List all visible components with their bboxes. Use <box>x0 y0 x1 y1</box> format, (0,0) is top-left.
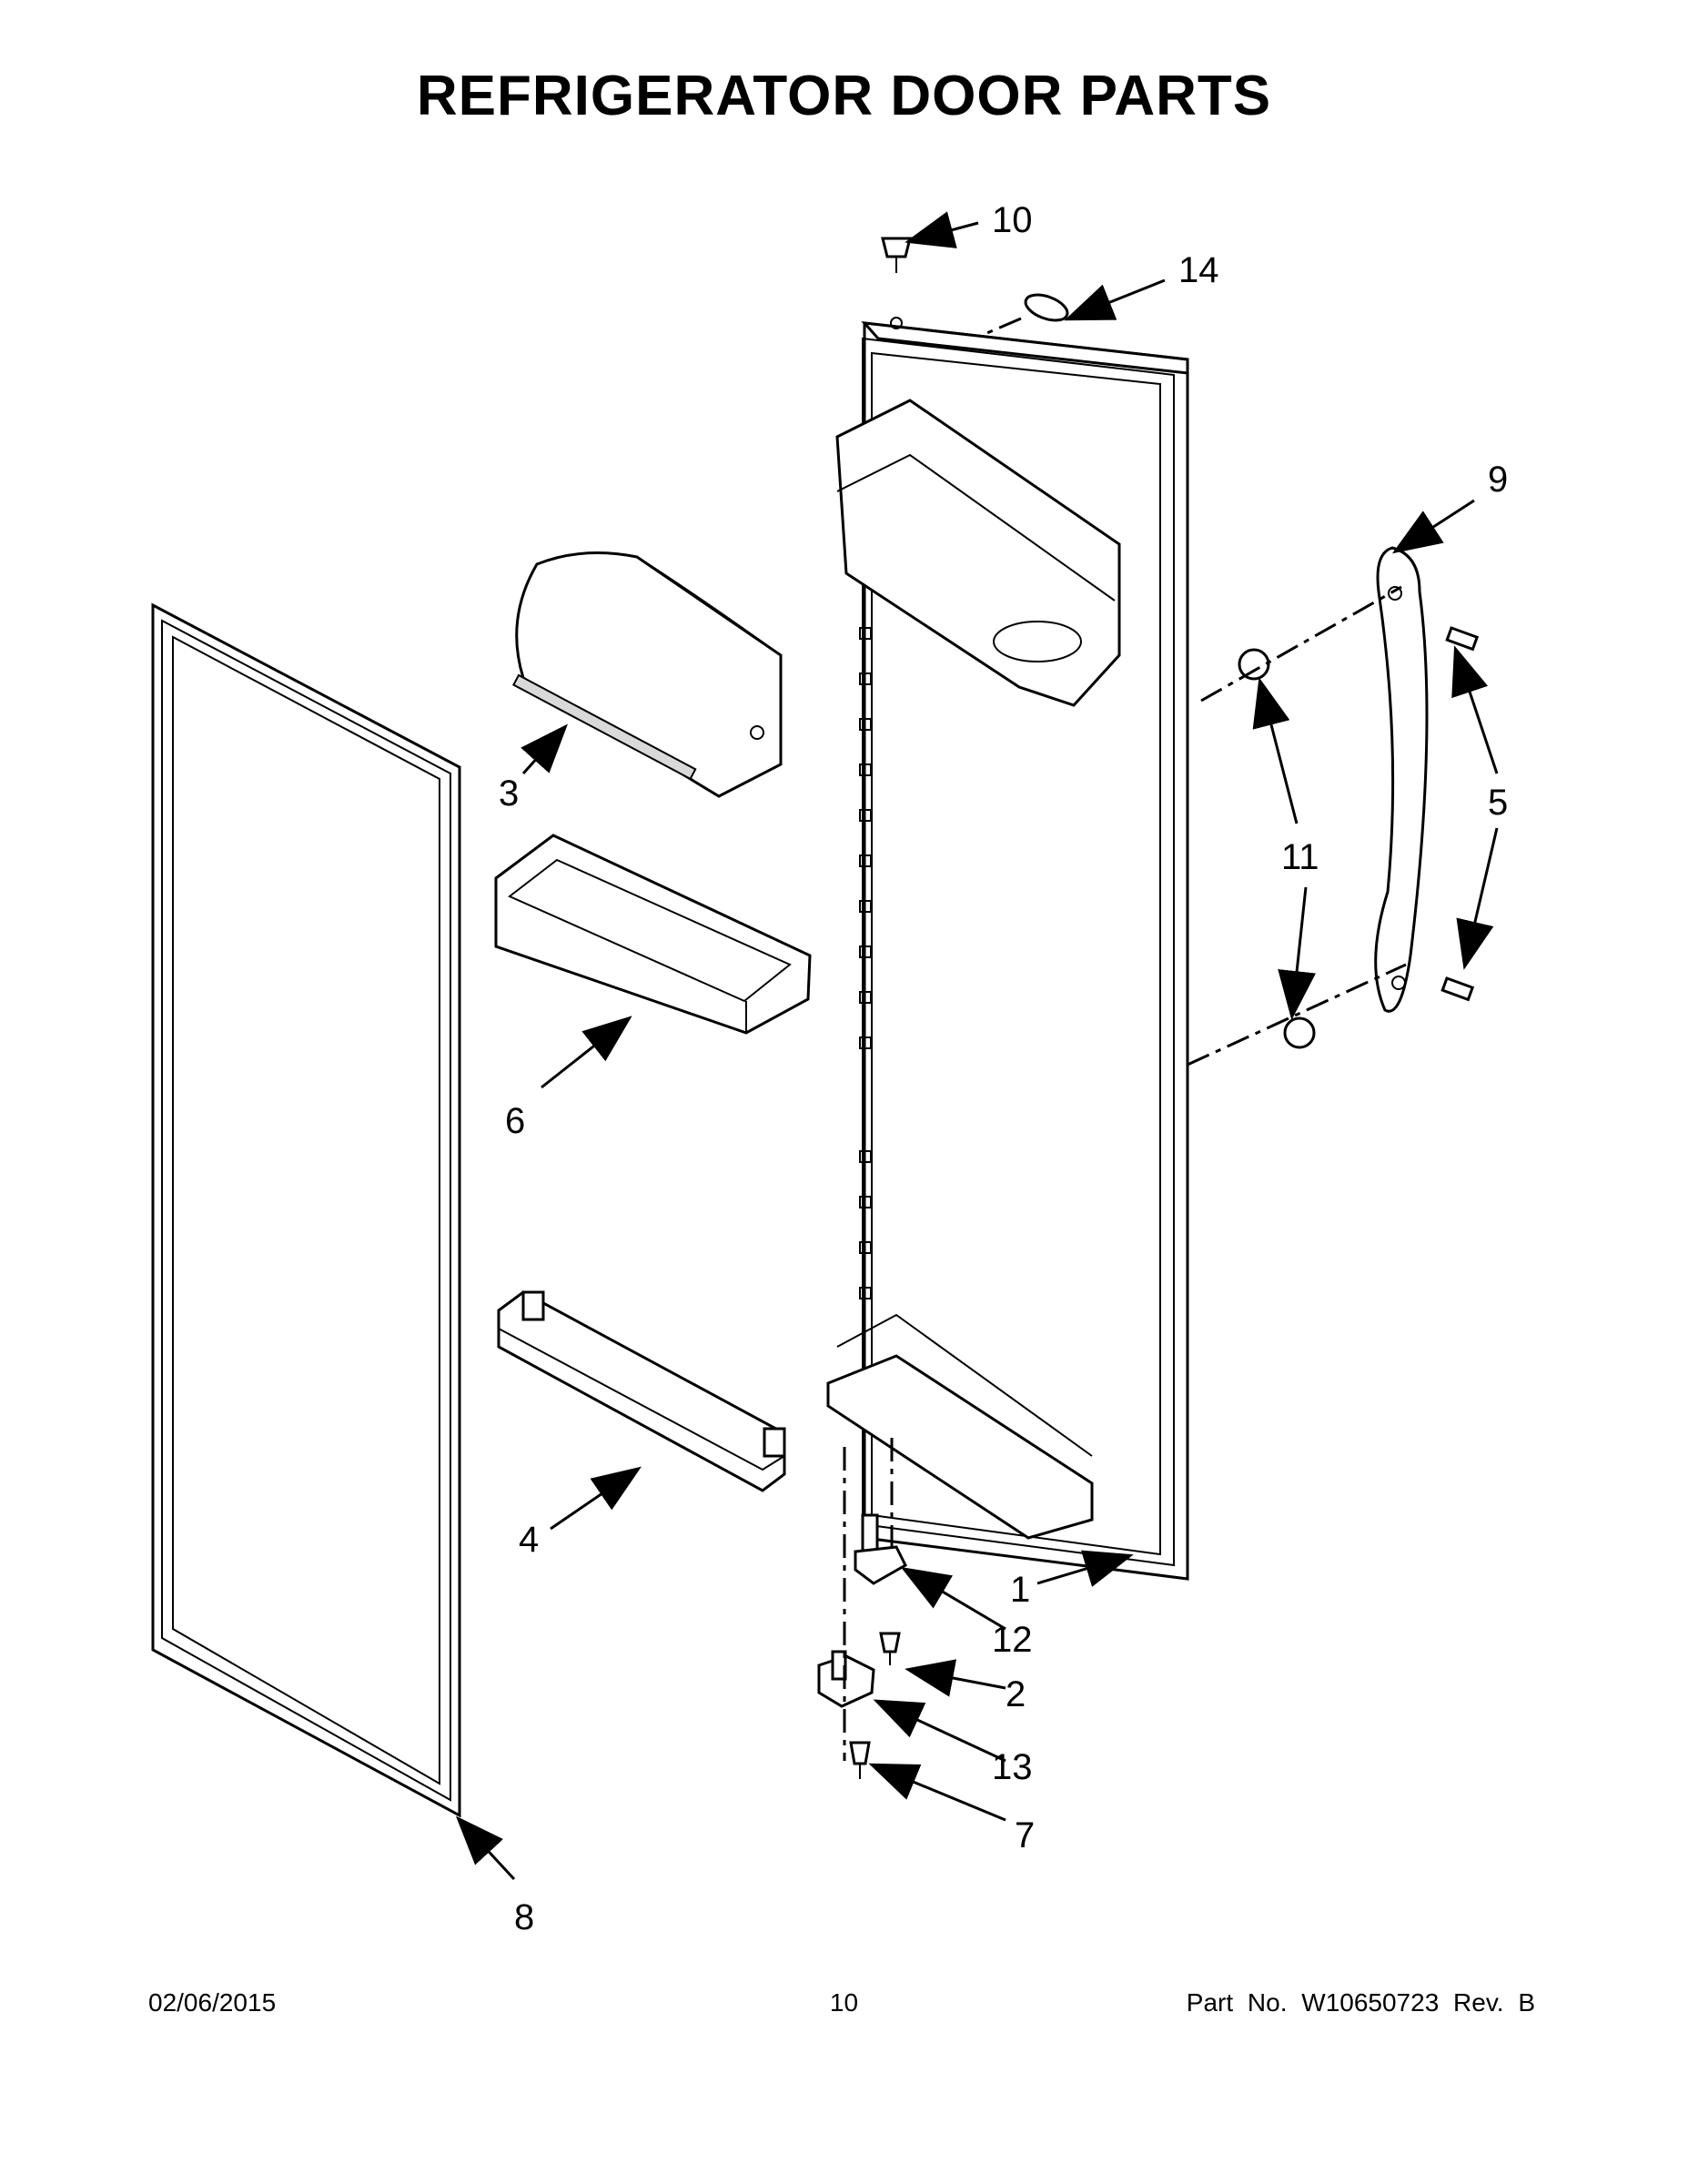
hinge-screw-part <box>879 1632 901 1665</box>
callout-5: 5 <box>1488 783 1508 823</box>
callout-9: 9 <box>1488 460 1508 500</box>
ring-part <box>1024 293 1069 322</box>
callout-11: 11 <box>1281 837 1319 877</box>
callout-13: 13 <box>992 1747 1033 1787</box>
callout-1: 1 <box>1010 1570 1030 1610</box>
callout-8: 8 <box>514 1897 534 1937</box>
page-title: REFRIGERATOR DOOR PARTS <box>416 65 1272 127</box>
door-handle-part <box>1374 546 1429 1013</box>
footer-part-number: Part No. W10650723 Rev. B <box>1186 1988 1535 2017</box>
callout-4: 4 <box>519 1520 539 1560</box>
leader-arrows <box>455 211 1499 1881</box>
footer-page-number: 10 <box>829 1988 859 2017</box>
callout-14: 14 <box>1178 250 1219 290</box>
callout-3: 3 <box>499 774 519 814</box>
hinge-bushing-part <box>854 1513 907 1585</box>
door-bin-part <box>494 834 812 1035</box>
shelf-bar-part <box>497 1290 786 1492</box>
hinge-part <box>817 1650 875 1708</box>
top-plug-part <box>881 237 912 273</box>
callout-12: 12 <box>992 1620 1033 1660</box>
footer-date: 02/06/2015 <box>148 1988 277 2017</box>
callout-6: 6 <box>505 1101 525 1141</box>
callout-10: 10 <box>992 200 1033 240</box>
callout-2: 2 <box>1006 1674 1026 1714</box>
door-gasket-part <box>151 602 461 1818</box>
screw-part <box>849 1741 871 1779</box>
callout-7: 7 <box>1015 1815 1035 1855</box>
set-screw-part <box>1440 626 1480 1002</box>
door-assembly-part <box>826 321 1189 1581</box>
dairy-door-part <box>512 551 783 798</box>
